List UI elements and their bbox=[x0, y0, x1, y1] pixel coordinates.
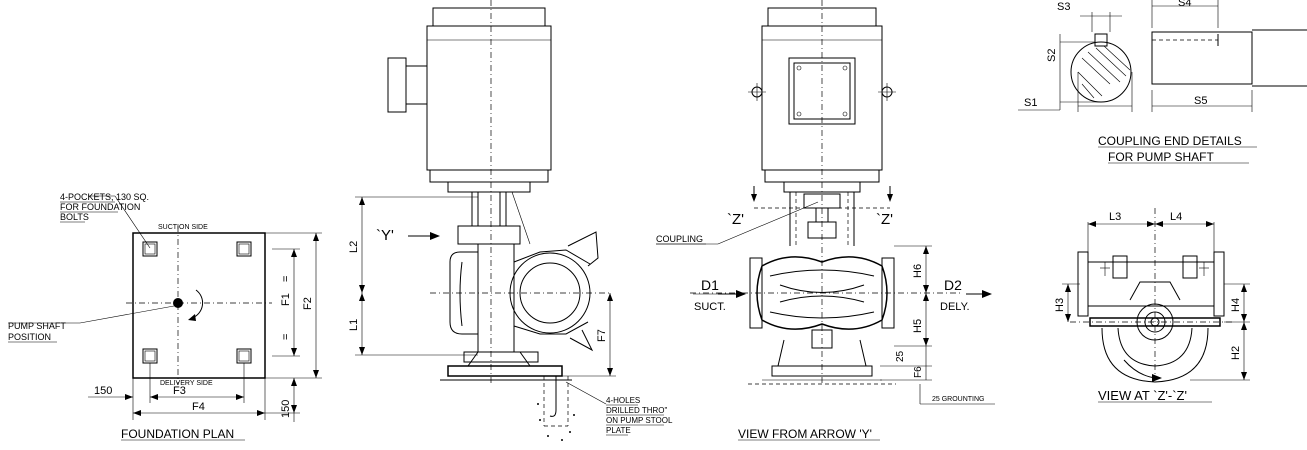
arrow-y-label: `Y' bbox=[376, 227, 394, 244]
dim-l4: L4 bbox=[1170, 211, 1182, 223]
coupling-label: COUPLING bbox=[656, 234, 703, 244]
grounting-label: 25 GROUNTING bbox=[932, 396, 985, 403]
view-z-title: VIEW AT `Z'-`Z' bbox=[1098, 388, 1187, 403]
dim-f1: F1 bbox=[280, 293, 292, 306]
dim-h2: H2 bbox=[1230, 346, 1242, 360]
equal-mark-1: = bbox=[280, 276, 292, 282]
holes-note-line-3: ON PUMP STOOL bbox=[606, 416, 673, 425]
dim-f2: F2 bbox=[302, 297, 314, 310]
dim-f4: F4 bbox=[192, 401, 205, 413]
coupling-title-line-2: FOR PUMP SHAFT bbox=[1108, 150, 1214, 164]
dim-h6: H6 bbox=[912, 264, 924, 278]
holes-note-line-4: PLATE bbox=[606, 426, 631, 435]
dim-h5: H5 bbox=[912, 319, 924, 333]
pockets-note-line-3: BOLTS bbox=[60, 212, 89, 222]
dim-h3: H3 bbox=[1054, 298, 1066, 312]
shaft-position-line-2: POSITION bbox=[8, 332, 51, 342]
dim-s3: S3 bbox=[1057, 1, 1070, 13]
holes-note-line-2: DRILLED THRO" bbox=[606, 406, 668, 415]
dim-f7: F7 bbox=[596, 329, 608, 342]
coupling-title-line-1: COUPLING END DETAILS bbox=[1098, 134, 1242, 148]
suction-d1-label: D1 bbox=[701, 277, 719, 293]
delivery-side-label: DELIVERY SIDE bbox=[160, 380, 213, 387]
dim-s4: S4 bbox=[1178, 0, 1191, 9]
section-z-left: `Z' bbox=[727, 211, 744, 228]
coupling-end-details: S3 S4 S2 S1 S5 COUPLING END DETAILS FOR … bbox=[1018, 0, 1307, 164]
delivery-label: DELY. bbox=[940, 301, 970, 313]
dim-l1: L1 bbox=[348, 319, 360, 331]
dim-h4: H4 bbox=[1230, 298, 1242, 312]
foundation-plan: 4-POCKETS, 130 SQ. FOR FOUNDATION BOLTS … bbox=[8, 192, 322, 441]
front-view: `Z' `Z' COUPLING D1 SUCT. D2 DELY. H5 H6… bbox=[656, 0, 995, 441]
holes-note-line-1: 4-HOLES bbox=[606, 396, 640, 405]
dim-25: 25 bbox=[895, 350, 906, 362]
suction-side-label: SUCTION SIDE bbox=[158, 224, 208, 231]
dim-l3: L3 bbox=[1109, 211, 1121, 223]
front-view-title: VIEW FROM ARROW 'Y' bbox=[738, 427, 872, 441]
foundation-plan-title: FOUNDATION PLAN bbox=[121, 427, 234, 441]
equal-mark-2: = bbox=[280, 334, 292, 340]
dim-f6: F6 bbox=[913, 366, 924, 378]
delivery-d2-label: D2 bbox=[944, 277, 962, 293]
dim-s5: S5 bbox=[1194, 95, 1207, 107]
dim-s2: S2 bbox=[1046, 49, 1058, 62]
dim-150-vertical: 150 bbox=[280, 400, 292, 418]
dim-l2: L2 bbox=[348, 241, 360, 253]
pockets-note-line-1: 4-POCKETS, 130 SQ. bbox=[60, 192, 149, 202]
dim-f3: F3 bbox=[173, 385, 186, 397]
section-z-right: `Z' bbox=[876, 211, 893, 228]
dim-150-horizontal: 150 bbox=[94, 385, 112, 397]
dim-s1: S1 bbox=[1024, 97, 1037, 109]
suction-label: SUCT. bbox=[694, 301, 726, 313]
shaft-position-line-1: PUMP SHAFT bbox=[8, 321, 66, 331]
pockets-note-line-2: FOR FOUNDATION bbox=[60, 202, 140, 212]
side-view: `Y' L1 L2 F7 4-HOLES DRILLED THRO" ON PU… bbox=[348, 0, 673, 441]
view-z-z: L3 L4 H3 H4 H2 VIEW AT `Z'-`Z' bbox=[1054, 208, 1250, 403]
